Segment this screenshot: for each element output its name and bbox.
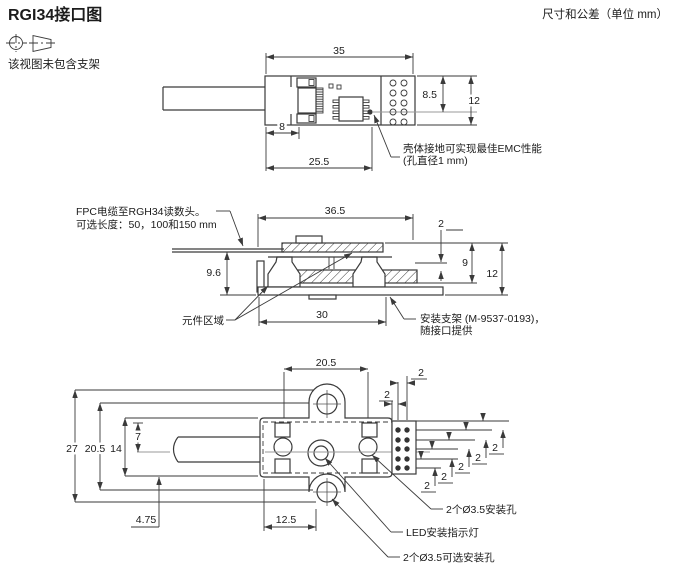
dim-led-offset: 12.5 bbox=[263, 479, 317, 531]
fpc-callout-text: FPC电缆至RGH34读数头。 bbox=[76, 205, 206, 218]
dim-component-width: 30 bbox=[258, 297, 387, 326]
units-note: 尺寸和公差（单位 mm） bbox=[542, 7, 668, 21]
smd-component bbox=[328, 83, 334, 89]
dim-label: 2 bbox=[418, 367, 424, 379]
dim-label: 20.5 bbox=[316, 357, 337, 369]
dim-label: 12.5 bbox=[276, 514, 297, 526]
dim-top-height: 12 bbox=[417, 76, 483, 126]
fpc-callout: FPC电缆至RGH34读数头。 可选长度：50，100和150 mm bbox=[76, 205, 244, 247]
fpc-callout-text: 可选长度：50，100和150 mm bbox=[76, 218, 217, 231]
dim-bracket-thickness: 2 bbox=[415, 218, 463, 281]
mounting-hole-left bbox=[273, 437, 293, 457]
bottom-view: 27 20.5 14 7 20.5 bbox=[64, 355, 517, 565]
inner-pad bbox=[274, 458, 291, 474]
dim-pad-rows: 2 2 2 2 2 bbox=[418, 413, 506, 493]
dim-top-width: 35 bbox=[265, 43, 414, 74]
dim-label: 2 bbox=[475, 452, 481, 464]
dim-label: 2 bbox=[424, 480, 430, 492]
dim-body-height: 14 bbox=[108, 418, 128, 476]
dim-label: 14 bbox=[110, 443, 122, 455]
led-callout: LED安装指示灯 bbox=[324, 457, 479, 539]
mounting-holes-callout: 2个Ø3.5安装孔 bbox=[371, 454, 517, 516]
optional-hole-top bbox=[313, 390, 341, 418]
mounting-hole-right bbox=[358, 437, 378, 457]
projection-symbol-icon bbox=[6, 34, 56, 53]
dim-label: 9.6 bbox=[206, 267, 221, 279]
side-view: FPC电缆至RGH34读数头。 可选长度：50，100和150 mm 36.5 bbox=[76, 203, 545, 338]
fpc-connector bbox=[297, 87, 324, 114]
dim-label: 8 bbox=[279, 121, 285, 133]
page-title: RGI34接口图 bbox=[8, 5, 102, 24]
dim-label: 30 bbox=[316, 309, 328, 321]
dim-label: 2 bbox=[438, 218, 444, 230]
optional-holes-callout: 2个Ø3.5可选安装孔 bbox=[331, 498, 495, 564]
dim-label: 4.75 bbox=[136, 514, 157, 526]
dim-label: 2 bbox=[492, 442, 498, 454]
dim-cable-height: 9.6 bbox=[204, 252, 256, 296]
dim-ground-row: 8.5 bbox=[417, 75, 477, 112]
dim-edge-offset: 4.75 bbox=[131, 477, 162, 528]
dim-depth: 9 bbox=[385, 242, 508, 284]
dim-hole-spacing-v: 20.5 bbox=[82, 403, 108, 490]
smd-component bbox=[336, 84, 342, 90]
mounting-holes-callout-text: 2个Ø3.5安装孔 bbox=[446, 503, 517, 516]
dim-overall-height: 27 bbox=[64, 390, 80, 502]
top-view: 35 8 25.5 8.5 12 壳体接地可实现最佳EM bbox=[162, 43, 542, 171]
led-indicator bbox=[313, 445, 329, 461]
base-plate bbox=[257, 286, 444, 296]
emc-hole-grid bbox=[389, 79, 408, 126]
emc-callout-text: 壳体接地可实现最佳EMC性能 bbox=[403, 142, 542, 155]
dim-label: 12 bbox=[468, 95, 480, 107]
dim-side-length: 36.5 bbox=[257, 203, 414, 247]
dim-center-offset: 7 bbox=[133, 423, 144, 452]
view-note: 该视图未包含支架 bbox=[8, 57, 100, 71]
inner-pad bbox=[361, 422, 378, 438]
led-indicator-outer bbox=[307, 439, 335, 467]
mounting-bracket bbox=[259, 383, 393, 493]
dim-connector-offset: 8 bbox=[265, 119, 300, 171]
optional-holes-callout-text: 2个Ø3.5可选安装孔 bbox=[403, 551, 495, 564]
dim-label: 9 bbox=[462, 257, 468, 269]
component-area-callout: 元件区域 bbox=[182, 252, 353, 327]
dim-label: 2 bbox=[441, 471, 447, 483]
fpc-cable bbox=[162, 86, 265, 111]
led-callout-text: LED安装指示灯 bbox=[406, 526, 479, 539]
bracket-post-left bbox=[267, 256, 301, 288]
dim-label: 20.5 bbox=[85, 443, 106, 455]
dim-pad-columns: 2 2 bbox=[379, 367, 427, 420]
interface-body-hidden bbox=[262, 421, 397, 474]
fpc-cable-bottom bbox=[172, 436, 263, 463]
dim-label: 12 bbox=[486, 268, 498, 280]
bracket-callout-text: 随接口提供 bbox=[420, 324, 473, 337]
dim-label: 27 bbox=[66, 443, 78, 455]
dim-body-length: 25.5 bbox=[266, 127, 373, 171]
component-strip-upper bbox=[281, 242, 384, 253]
ic-chip bbox=[332, 96, 370, 122]
inner-pad bbox=[361, 458, 378, 474]
component-strip-lower bbox=[283, 269, 418, 284]
connector-clips bbox=[296, 77, 317, 124]
optional-hole-bottom bbox=[313, 478, 341, 506]
dim-label: 25.5 bbox=[309, 156, 330, 168]
inner-pad bbox=[274, 422, 291, 438]
bracket-callout-text: 安装支架 (M-9537-0193)， bbox=[420, 312, 545, 325]
dim-label: 2 bbox=[458, 461, 464, 473]
ground-point bbox=[367, 109, 373, 115]
emc-callout: 壳体接地可实现最佳EMC性能 (孔直径1 mm) bbox=[373, 114, 542, 167]
dim-label: 7 bbox=[135, 431, 141, 443]
dim-label: 35 bbox=[333, 45, 345, 57]
dim-label: 36.5 bbox=[325, 205, 346, 217]
cable-connector-block bbox=[295, 235, 323, 244]
bracket-post-right bbox=[352, 256, 386, 288]
dim-label: 2 bbox=[384, 389, 390, 401]
dim-side-height: 12 bbox=[445, 243, 508, 296]
pad-grid bbox=[395, 427, 410, 471]
component-area-label: 元件区域 bbox=[182, 314, 224, 327]
bracket-callout: 安装支架 (M-9537-0193)， 随接口提供 bbox=[389, 296, 545, 337]
emc-callout-text: (孔直径1 mm) bbox=[403, 154, 468, 167]
dim-label: 8.5 bbox=[422, 89, 437, 101]
